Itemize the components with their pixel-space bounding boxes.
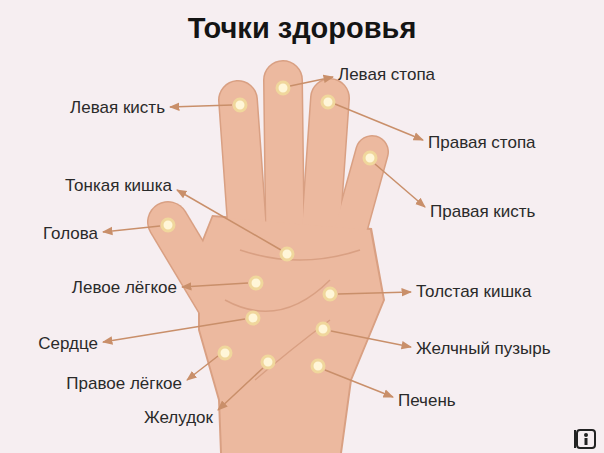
organ-label: Печень [398,391,456,411]
organ-label: Правое лёгкое [66,374,182,394]
organ-label: Желудок [144,408,213,428]
health-points [162,82,376,372]
organ-label: Голова [43,224,98,244]
watermark-icon [574,430,595,448]
organ-label: Толстая кишка [416,282,531,302]
organ-label: Сердце [38,334,98,354]
diagram-title: Точки здоровья [0,12,604,45]
organ-label: Правая стопа [428,133,536,153]
leader-lines [103,77,425,410]
hand [168,80,385,453]
organ-label: Правая кисть [430,202,535,222]
organ-label: Желчный пузырь [416,339,551,359]
organ-label: Левое лёгкое [72,278,177,298]
organ-label: Левая кисть [70,98,165,118]
organ-label: Тонкая кишка [65,176,172,196]
organ-label: Левая стопа [338,65,435,85]
